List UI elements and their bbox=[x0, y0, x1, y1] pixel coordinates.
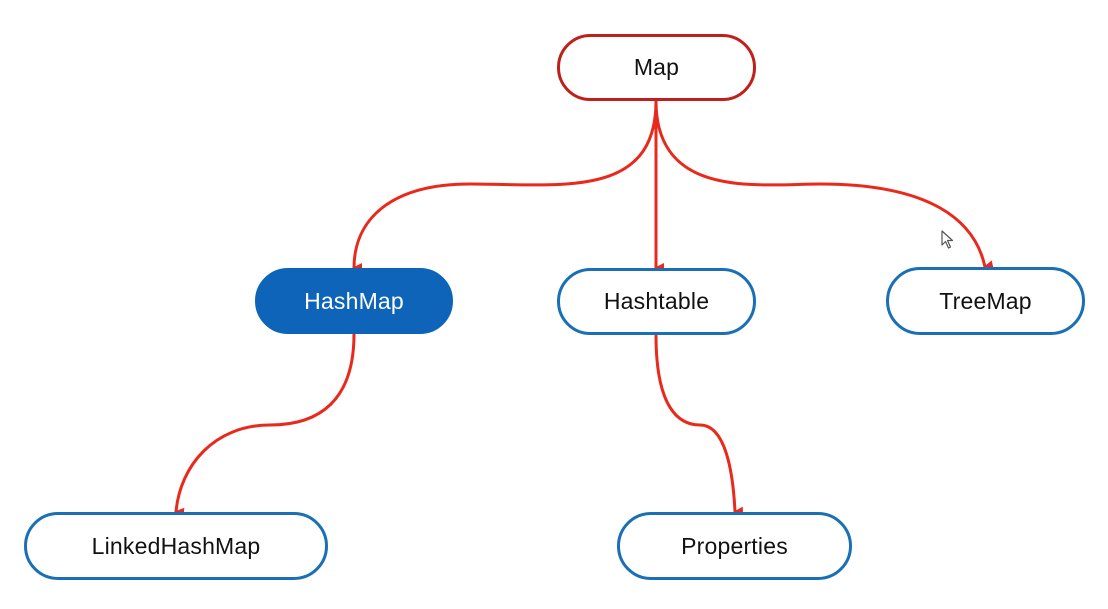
node-linkedhashmap[interactable]: LinkedHashMap bbox=[24, 512, 328, 580]
node-label: Hashtable bbox=[603, 288, 710, 314]
edge-hashmap-to-linkedhashmap bbox=[174, 333, 356, 518]
edge-map-to-treemap bbox=[654, 100, 994, 271]
node-map[interactable]: Map bbox=[557, 34, 756, 101]
node-treemap[interactable]: TreeMap bbox=[886, 267, 1085, 335]
edge-hashtable-to-properties bbox=[654, 334, 744, 517]
node-label: Properties bbox=[681, 532, 788, 559]
node-properties[interactable]: Properties bbox=[617, 512, 852, 580]
node-hashmap[interactable]: HashMap bbox=[255, 268, 453, 334]
node-label: HashMap bbox=[304, 287, 404, 314]
edge-map-to-hashmap bbox=[352, 100, 658, 274]
node-label: LinkedHashMap bbox=[91, 532, 261, 559]
node-label: TreeMap bbox=[939, 287, 1032, 314]
node-label: Map bbox=[633, 54, 680, 80]
node-hashtable[interactable]: Hashtable bbox=[557, 268, 756, 335]
mouse-pointer-icon bbox=[941, 230, 954, 249]
